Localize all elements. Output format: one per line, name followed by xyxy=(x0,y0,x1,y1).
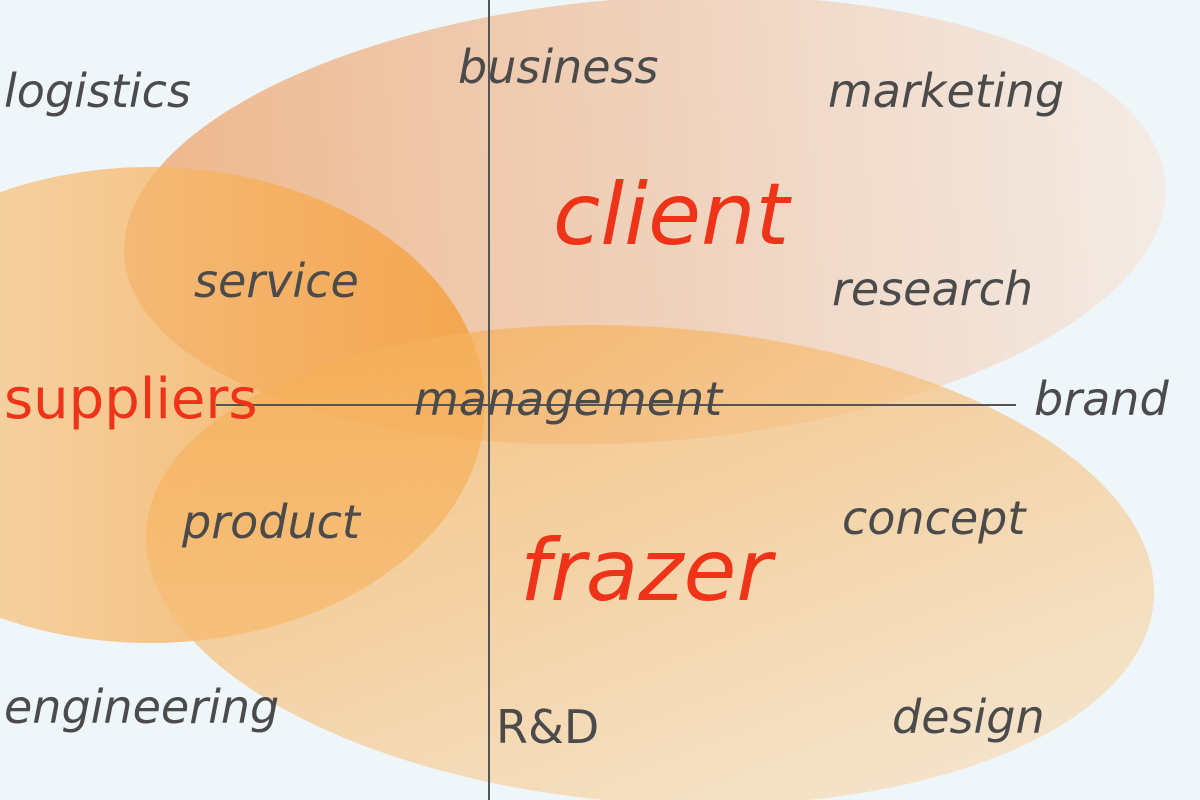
word-research: research xyxy=(832,262,1034,316)
word-business: business xyxy=(458,40,659,94)
word-suppliers: suppliers xyxy=(4,367,258,432)
word-product: product xyxy=(182,495,360,549)
word-rnd: R&D xyxy=(496,700,600,754)
word-brand: brand xyxy=(1034,372,1169,426)
word-service: service xyxy=(194,254,359,308)
word-management: management xyxy=(414,372,723,426)
frazer-ellipse xyxy=(145,324,1155,800)
word-frazer: frazer xyxy=(520,521,772,621)
word-client: client xyxy=(553,165,790,265)
word-engineering: engineering xyxy=(4,680,280,734)
word-marketing: marketing xyxy=(828,64,1065,118)
word-logistics: logistics xyxy=(4,64,191,118)
word-design: design xyxy=(892,690,1045,744)
word-concept: concept xyxy=(842,491,1026,545)
